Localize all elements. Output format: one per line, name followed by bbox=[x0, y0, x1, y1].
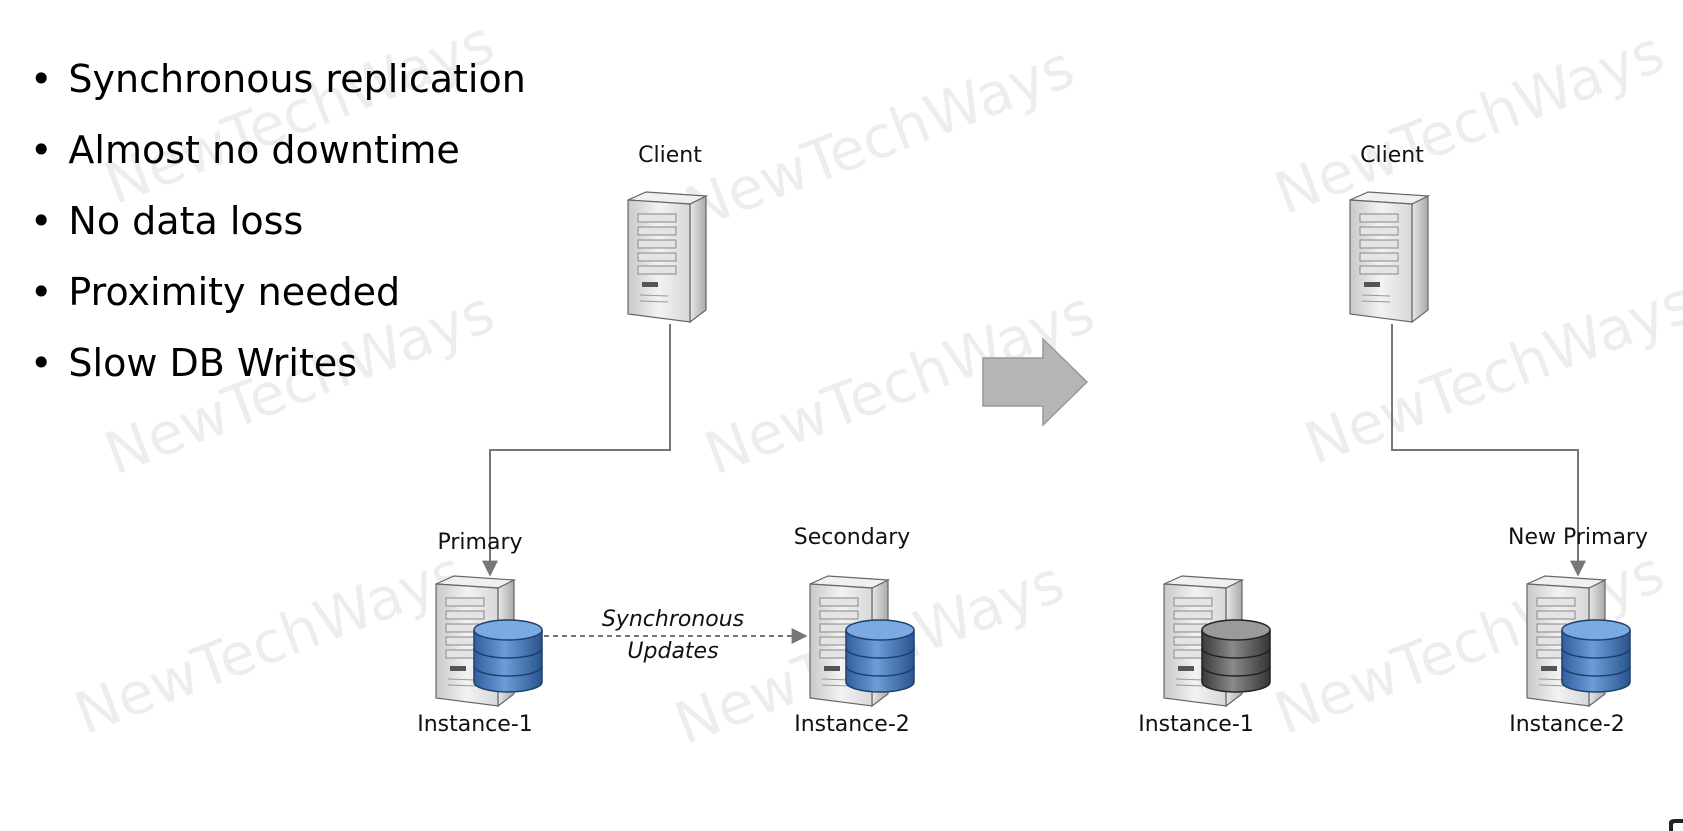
instance-1-label: Instance-1 bbox=[1138, 712, 1254, 737]
primary-database-icon bbox=[473, 619, 543, 693]
sync-updates-label: Synchronous Updates bbox=[602, 604, 744, 668]
instance-1-label: Instance-1 bbox=[417, 712, 533, 737]
right-arrow-icon bbox=[982, 337, 1089, 427]
failed-database-icon bbox=[1201, 619, 1271, 693]
sync-updates-line: Updates bbox=[627, 639, 719, 664]
sync-updates-line: Synchronous bbox=[601, 607, 745, 632]
client-server-icon bbox=[1349, 191, 1429, 323]
logo-corner-icon bbox=[1669, 819, 1683, 831]
instance-2-label: Instance-2 bbox=[1509, 712, 1625, 737]
new-primary-database-icon bbox=[1561, 619, 1631, 693]
bullet-item: Synchronous replication bbox=[30, 44, 525, 115]
bullet-item: Almost no downtime bbox=[30, 115, 526, 186]
bullet-item: Proximity needed bbox=[30, 257, 526, 328]
client-primary-connector bbox=[482, 324, 671, 577]
feature-list: Synchronous replication Almost no downti… bbox=[30, 44, 526, 399]
bullet-item: No data loss bbox=[30, 186, 526, 257]
bullet-item: Slow DB Writes bbox=[30, 328, 526, 399]
new-primary-label: New Primary bbox=[1508, 525, 1648, 550]
secondary-label: Secondary bbox=[793, 525, 911, 550]
client-label: Client bbox=[638, 143, 702, 168]
primary-label: Primary bbox=[437, 530, 523, 555]
secondary-database-icon bbox=[845, 619, 915, 693]
instance-2-label: Instance-2 bbox=[794, 712, 910, 737]
client-label: Client bbox=[1360, 143, 1424, 168]
client-new-primary-connector bbox=[1391, 324, 1586, 577]
client-server-icon bbox=[627, 191, 707, 323]
